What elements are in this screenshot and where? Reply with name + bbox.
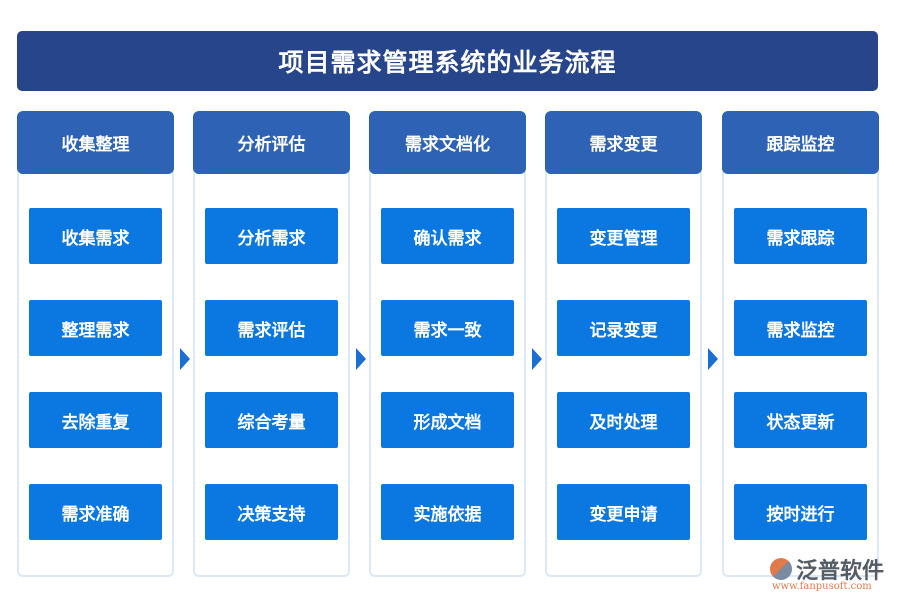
flow-arrow-icon bbox=[708, 348, 718, 370]
stage-header: 需求文档化 bbox=[369, 111, 526, 174]
step-box: 形成文档 bbox=[381, 392, 514, 448]
step-box: 变更申请 bbox=[557, 484, 690, 540]
logo-name: 泛普软件 bbox=[796, 559, 885, 584]
step-box: 按时进行 bbox=[734, 484, 867, 540]
flow-arrow-icon bbox=[532, 348, 542, 370]
stage-header: 分析评估 bbox=[193, 111, 350, 174]
step-box: 需求跟踪 bbox=[734, 208, 867, 264]
logo-url: www.fanpusoft.com bbox=[772, 581, 872, 592]
step-box: 记录变更 bbox=[557, 300, 690, 356]
page-title: 项目需求管理系统的业务流程 bbox=[17, 31, 878, 91]
stage-column: 跟踪监控需求跟踪需求监控状态更新按时进行 bbox=[722, 111, 879, 577]
step-box: 去除重复 bbox=[29, 392, 162, 448]
fanpu-logo-icon bbox=[770, 558, 792, 580]
step-box: 需求准确 bbox=[29, 484, 162, 540]
stage-column: 需求文档化确认需求需求一致形成文档实施依据 bbox=[369, 111, 526, 577]
stage-header: 跟踪监控 bbox=[722, 111, 879, 174]
step-box: 及时处理 bbox=[557, 392, 690, 448]
step-box: 实施依据 bbox=[381, 484, 514, 540]
step-box: 状态更新 bbox=[734, 392, 867, 448]
step-box: 整理需求 bbox=[29, 300, 162, 356]
step-box: 变更管理 bbox=[557, 208, 690, 264]
stage-column: 分析评估分析需求需求评估综合考量决策支持 bbox=[193, 111, 350, 577]
step-box: 决策支持 bbox=[205, 484, 338, 540]
stage-header: 收集整理 bbox=[17, 111, 174, 174]
logo: 泛普软件 bbox=[770, 553, 884, 585]
flow-arrow-icon bbox=[356, 348, 366, 370]
step-box: 综合考量 bbox=[205, 392, 338, 448]
step-box: 需求评估 bbox=[205, 300, 338, 356]
stage-column: 需求变更变更管理记录变更及时处理变更申请 bbox=[545, 111, 702, 577]
stage-column: 收集整理收集需求整理需求去除重复需求准确 bbox=[17, 111, 174, 577]
step-box: 分析需求 bbox=[205, 208, 338, 264]
flow-arrow-icon bbox=[180, 348, 190, 370]
step-box: 收集需求 bbox=[29, 208, 162, 264]
stage-header: 需求变更 bbox=[545, 111, 702, 174]
step-box: 需求监控 bbox=[734, 300, 867, 356]
step-box: 需求一致 bbox=[381, 300, 514, 356]
step-box: 确认需求 bbox=[381, 208, 514, 264]
